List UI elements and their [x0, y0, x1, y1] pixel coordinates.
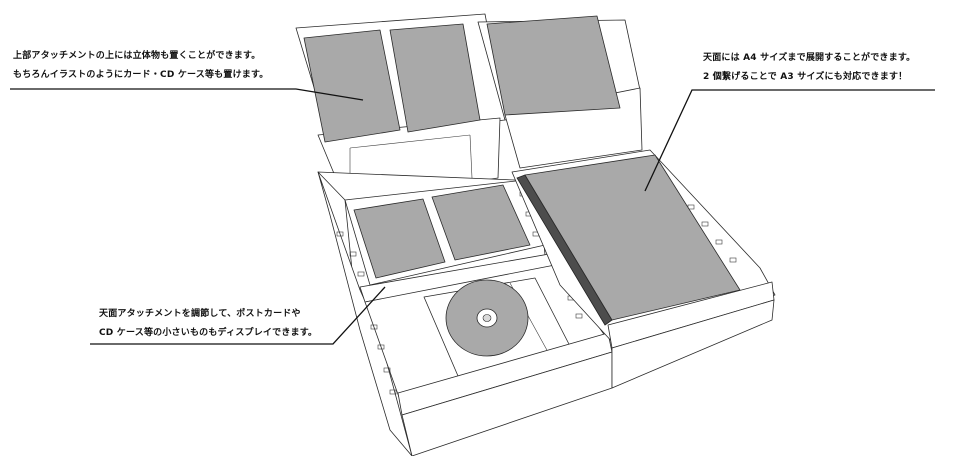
cd-disc	[445, 279, 529, 357]
annotation-top-attachment-adjust-line-1: 天面アタッチメントを調節して、ポストカードや	[99, 309, 301, 319]
card-upper-left	[303, 29, 401, 143]
annotation-top-surface: 天面には A4 サイズまで展開することができます。 2 個繋げることで A3 サ…	[703, 49, 915, 87]
leader-line-top-left	[10, 88, 364, 101]
card-upper-middle	[389, 23, 481, 133]
annotation-top-attachment-adjust: 天面アタッチメントを調節して、ポストカードや CD ケース等の小さいものもディス…	[99, 305, 317, 343]
sheet-upper-right	[486, 15, 621, 116]
displayed-items	[303, 15, 741, 326]
annotation-upper-attachment-line-2: もちろんイラストのようにカード・CD ケース等も置けます。	[13, 70, 269, 80]
card-tray-right	[431, 184, 531, 261]
right-box-base	[611, 299, 775, 389]
leader-lines	[10, 88, 935, 345]
a4-sheet	[524, 154, 741, 321]
leader-line-bottom-left	[90, 286, 386, 345]
card-tray-left	[353, 198, 446, 279]
annotation-top-surface-line-2: 2 個繋げることで A3 サイズにも対応できます！	[703, 72, 908, 82]
left-wall-slots	[336, 231, 397, 395]
annotation-upper-attachment-line-1: 上部アタッチメントの上には立体物も置くことができます。	[13, 51, 261, 61]
leader-line-top-right	[644, 89, 935, 192]
annotation-top-surface-line-1: 天面には A4 サイズまで展開することができます。	[703, 53, 916, 63]
annotation-upper-attachment: 上部アタッチメントの上には立体物も置くことができます。 もちろんイラストのように…	[13, 47, 268, 85]
annotation-top-attachment-adjust-line-2: CD ケース等の小さいものもディスプレイできます。	[99, 328, 318, 338]
